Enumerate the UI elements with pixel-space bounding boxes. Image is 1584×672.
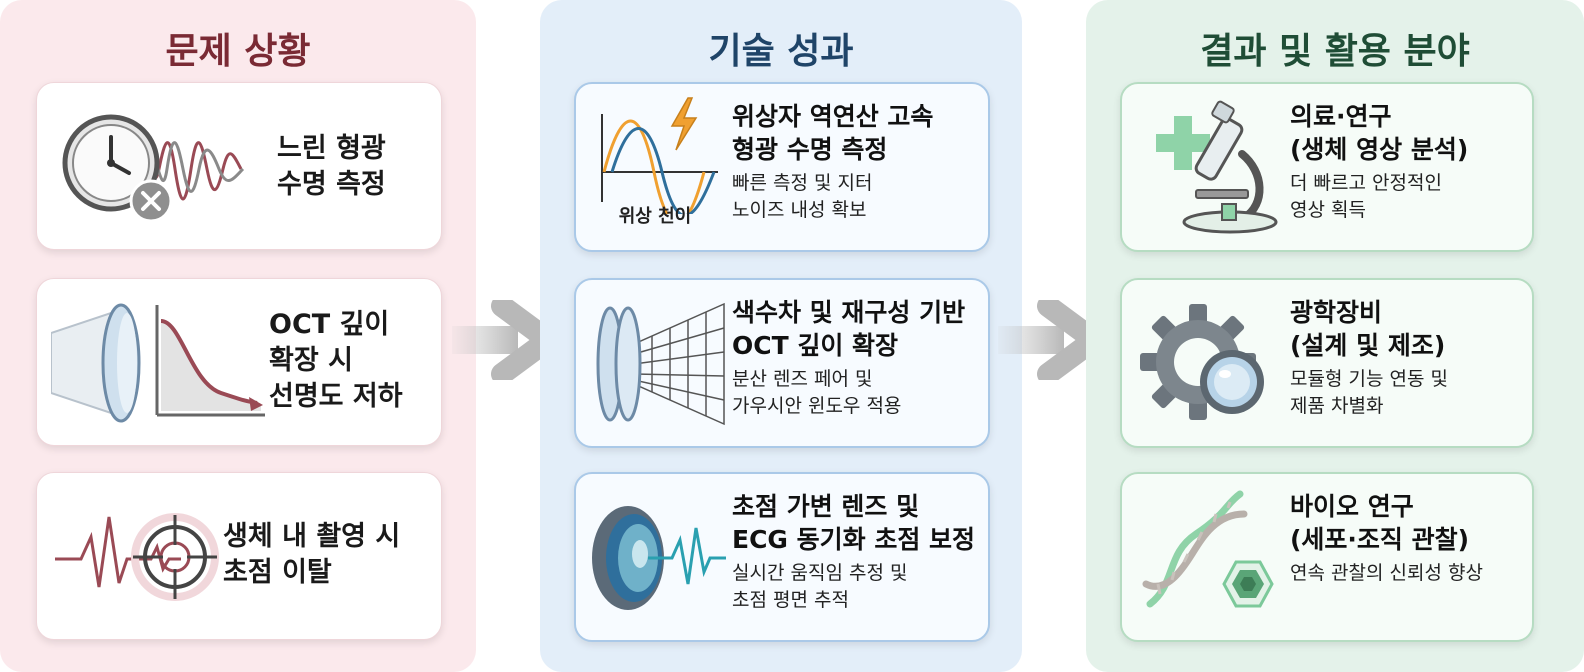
phase-shift-label: 위상 천이 [618,206,692,227]
tech-card-focus: 초점 가변 렌즈 및 ECG 동기화 초점 보정 실시간 움직임 추정 및 초점… [574,472,990,642]
tech-column-title: 기술 성과 [708,31,854,72]
phase-shift-wave-icon [601,97,718,214]
tech-column: 기술 성과 위상 천이 위상자 역연산 고속 형광 수명 측정 빠른 측정 및 … [540,0,1022,672]
problem-text-1: 느린 형광 수명 측정 [277,133,386,200]
tech-desc-3: 실시간 움직임 추정 및 초점 평면 추적 [732,562,908,611]
problem-card-slow-lifetime: 느린 형광 수명 측정 [36,82,442,250]
microscope-cross-icon [1156,100,1278,234]
tech-desc-2: 분산 렌즈 페어 및 가우시안 윈도우 적용 [732,368,902,417]
result-desc-2: 모듈형 기능 연동 및 제품 차별화 [1290,368,1448,417]
lens-signal-decay-icon [51,303,265,423]
problem-column: 문제 상황 느린 형광 수명 측정 [0,0,476,672]
problem-text-2: OCT 깊이 확장 시 선명도 저하 [269,309,403,412]
clock-icon [62,114,245,223]
lens-grid-icon [596,302,725,426]
result-card-bio: 바이오 연구 (세포·조직 관찰) 연속 관찰의 신뢰성 향상 [1120,472,1534,642]
tech-card-lifetime: 위상 천이 위상자 역연산 고속 형광 수명 측정 빠른 측정 및 지터 노이즈… [574,82,990,252]
result-card-optics: 광학장비 (설계 및 제조) 모듈형 기능 연동 및 제품 차별화 [1120,278,1534,448]
result-desc-3: 연속 관찰의 신뢰성 향상 [1290,562,1483,584]
focus-lens-ecg-icon [592,506,726,610]
gear-lens-icon [1140,304,1264,420]
problem-card-focus-loss: 생체 내 촬영 시 초점 이탈 [36,472,442,640]
result-title-2: 광학장비 (설계 및 제조) [1290,298,1446,360]
tech-title-2: 색수차 및 재구성 기반 OCT 깊이 확장 [732,298,966,360]
result-column: 결과 및 활용 분야 의료·연구 (생체 영상 분석) 더 빠르고 안정적인 영… [1086,0,1584,672]
target-signal-icon [55,513,219,601]
result-column-title: 결과 및 활용 분야 [1200,31,1470,72]
tech-title-3: 초점 가변 렌즈 및 ECG 동기화 초점 보정 [732,492,976,554]
problem-column-title: 문제 상황 [165,31,311,72]
problem-text-3: 생체 내 촬영 시 초점 이탈 [223,521,401,588]
problem-card-oct-depth: OCT 깊이 확장 시 선명도 저하 [36,278,442,446]
tech-card-oct: 색수차 및 재구성 기반 OCT 깊이 확장 분산 렌즈 페어 및 가우시안 윈… [574,278,990,448]
result-title-3: 바이오 연구 (세포·조직 관찰) [1290,492,1470,554]
result-desc-1: 더 빠르고 안정적인 영상 획득 [1290,172,1442,221]
tech-title-1: 위상자 역연산 고속 형광 수명 측정 [732,102,934,164]
dna-cell-icon [1142,490,1274,608]
result-title-1: 의료·연구 (생체 영상 분석) [1290,102,1469,164]
tech-desc-1: 빠른 측정 및 지터 노이즈 내성 확보 [732,172,873,221]
result-card-medical: 의료·연구 (생체 영상 분석) 더 빠르고 안정적인 영상 획득 [1120,82,1534,252]
